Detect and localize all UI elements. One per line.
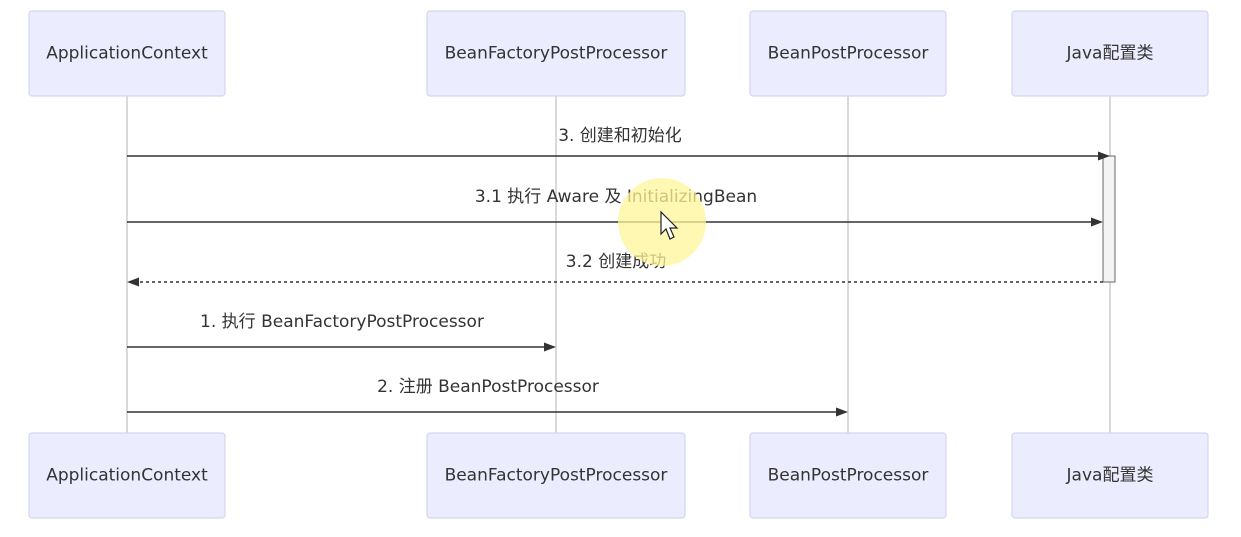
message-1: 3.1 执行 Aware 及 InitializingBean — [127, 187, 1103, 227]
participant-label: BeanPostProcessor — [768, 44, 929, 64]
arrowhead-icon — [1098, 151, 1110, 161]
participant-label: ApplicationContext — [46, 466, 208, 486]
message-4: 2. 注册 BeanPostProcessor — [127, 377, 848, 417]
participant-label: Java配置类 — [1066, 44, 1154, 64]
message-label: 3.1 执行 Aware 及 InitializingBean — [475, 187, 757, 207]
participant-label: BeanFactoryPostProcessor — [445, 466, 668, 486]
participant-box — [28, 10, 226, 97]
participant-bfpp-bottom: BeanFactoryPostProcessor — [426, 432, 686, 519]
arrowhead-icon — [836, 407, 848, 417]
participant-cfg-bottom: Java配置类 — [1011, 432, 1209, 519]
actors-top: ApplicationContext BeanFactoryPostProcess… — [28, 10, 1209, 97]
participant-bpp-bottom: BeanPostProcessor — [749, 432, 947, 519]
message-label: 1. 执行 BeanFactoryPostProcessor — [200, 312, 484, 332]
participant-box — [426, 10, 686, 97]
participant-box — [1011, 432, 1209, 519]
cursor-arrow — [660, 210, 679, 240]
participant-app-bottom: ApplicationContext — [28, 432, 226, 519]
participant-bpp-top: BeanPostProcessor — [749, 10, 947, 97]
participant-label: Java配置类 — [1066, 466, 1154, 486]
message-label: 3. 创建和初始化 — [558, 126, 682, 146]
arrowhead-icon — [544, 342, 556, 352]
participant-label: BeanFactoryPostProcessor — [445, 44, 668, 64]
participant-box — [426, 432, 686, 519]
participant-box — [1011, 10, 1209, 97]
participant-box — [28, 432, 226, 519]
message-label: 2. 注册 BeanPostProcessor — [377, 377, 599, 397]
participant-box — [749, 432, 947, 519]
messages: 3. 创建和初始化 3.1 执行 Aware 及 InitializingBean… — [127, 126, 1110, 417]
participant-label: ApplicationContext — [46, 44, 208, 64]
actors-bottom: ApplicationContext BeanFactoryPostProcess… — [28, 432, 1209, 519]
participant-app-top: ApplicationContext — [28, 10, 226, 97]
message-0: 3. 创建和初始化 — [127, 126, 1110, 161]
arrowhead-icon — [127, 277, 139, 287]
message-2: 3.2 创建成功 — [127, 252, 1103, 287]
participant-cfg-top: Java配置类 — [1011, 10, 1209, 97]
participant-bfpp-top: BeanFactoryPostProcessor — [426, 10, 686, 97]
activation-bar — [1102, 155, 1116, 283]
activations — [1102, 155, 1116, 283]
message-3: 1. 执行 BeanFactoryPostProcessor — [127, 312, 556, 352]
participant-box — [749, 10, 947, 97]
mouse-pointer-icon — [618, 178, 706, 266]
arrowhead-icon — [1091, 217, 1103, 227]
participant-label: BeanPostProcessor — [768, 466, 929, 486]
